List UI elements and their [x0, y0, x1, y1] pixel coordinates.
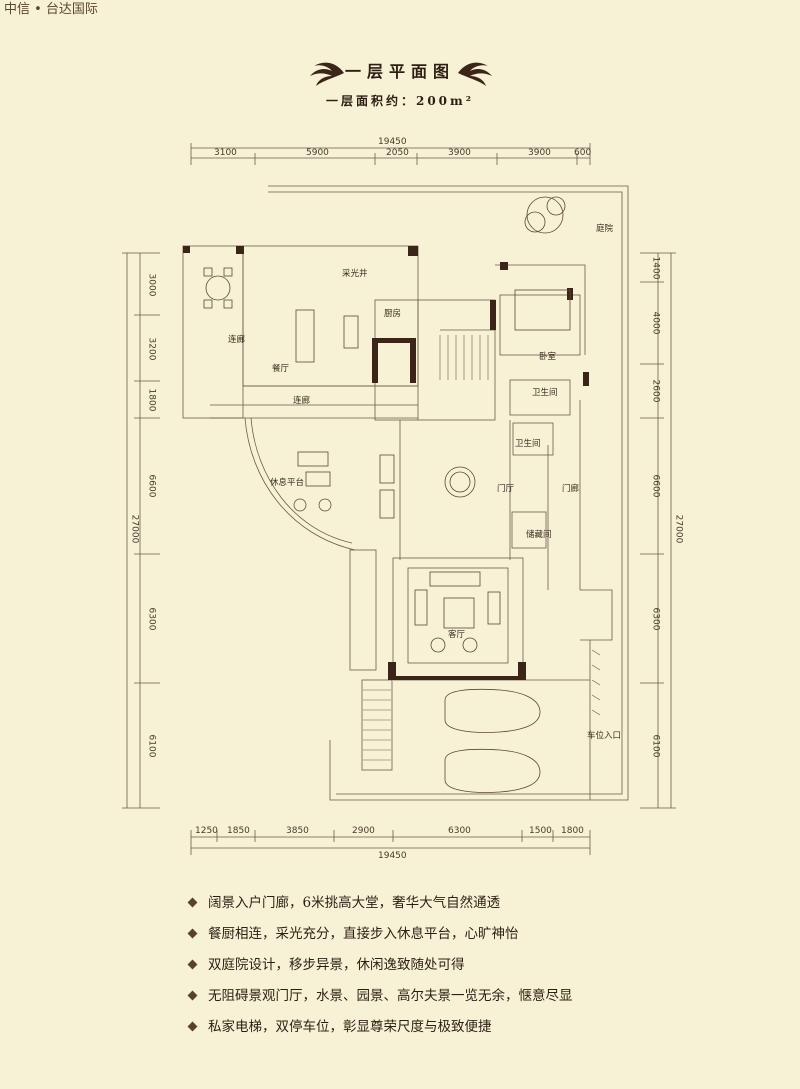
top-dim: 600 [574, 148, 592, 158]
bottom-dim: 1800 [561, 826, 584, 836]
top-dim: 3900 [528, 148, 551, 158]
left-dim: 6100 [146, 734, 157, 758]
room-living: 客厅 [448, 630, 466, 640]
right-dim: 1400 [650, 256, 661, 280]
feature-text: 无阻碍景观门厅，水景、园景、高尔夫景一览无余，惬意尽显 [208, 988, 573, 1004]
ornament-right-icon [458, 62, 492, 86]
feature-item: 阔景入户门廊，6米挑高大堂，奢华大气自然通透 [186, 893, 573, 924]
top-dim: 5900 [306, 148, 329, 158]
right-total-dim: 27000 [673, 514, 684, 544]
bottom-dim: 1500 [529, 826, 552, 836]
feature-text: 双庭院设计，移步异景，休闲逸致随处可得 [208, 957, 465, 973]
bottom-dim: 6300 [448, 826, 471, 836]
right-dim: 2600 [650, 379, 661, 403]
room-bedroom: 卧室 [539, 352, 557, 362]
feature-item: 私家电梯，双停车位，彰显尊荣尺度与极致便捷 [186, 1017, 573, 1048]
room-storage: 储藏间 [526, 530, 552, 540]
top-total-dim: 19450 [378, 137, 407, 147]
room-parking-entrance: 车位入口 [587, 731, 622, 741]
page-title: 一层平面图 [344, 62, 455, 81]
room-bathroom: 卫生间 [532, 388, 558, 398]
feature-item: 无阻碍景观门厅，水景、园景、高尔夫景一览无余，惬意尽显 [186, 986, 573, 1017]
room-skylight: 采光井 [342, 269, 368, 279]
feature-text: 阔景入户门廊，6米挑高大堂，奢华大气自然通透 [208, 895, 501, 911]
right-dim: 4000 [650, 311, 661, 335]
floor-plan [122, 143, 676, 855]
left-dim: 6300 [146, 607, 157, 631]
diamond-bullet-icon [187, 1021, 198, 1032]
room-dining: 餐厅 [272, 364, 290, 374]
top-dim: 3100 [214, 148, 237, 158]
left-dim: 1800 [146, 388, 157, 412]
bottom-dim: 1250 [195, 826, 218, 836]
room-foyer: 门厅 [497, 484, 515, 494]
bottom-total-dim: 19450 [378, 851, 407, 861]
left-dim: 3000 [146, 273, 157, 297]
left-dim: 3200 [146, 337, 157, 361]
right-dim: 6600 [650, 474, 661, 498]
ornament-left-icon [310, 62, 344, 86]
room-corridor-vertical: 连廊 [228, 335, 246, 345]
room-corridor-horizontal: 连廊 [293, 396, 311, 406]
room-rest-platform: 休息平台 [270, 478, 305, 488]
right-dim: 6300 [650, 607, 661, 631]
feature-text: 餐厨相连，采光充分，直接步入休息平台，心旷神怡 [208, 926, 519, 942]
left-total-dim: 27000 [129, 514, 140, 544]
feature-item: 双庭院设计，移步异景，休闲逸致随处可得 [186, 955, 573, 986]
room-porch: 门廊 [562, 484, 580, 494]
feature-list: 阔景入户门廊，6米挑高大堂，奢华大气自然通透 餐厨相连，采光充分，直接步入休息平… [186, 893, 573, 1048]
diamond-bullet-icon [187, 928, 198, 939]
diamond-bullet-icon [187, 990, 198, 1001]
bottom-dim: 1850 [227, 826, 250, 836]
top-dim: 2050 [386, 148, 409, 158]
room-courtyard: 庭院 [596, 224, 614, 234]
diamond-bullet-icon [187, 897, 198, 908]
feature-item: 餐厨相连，采光充分，直接步入休息平台，心旷神怡 [186, 924, 573, 955]
area-subtitle: 一层面积约：200m² [325, 94, 474, 108]
feature-text: 私家电梯，双停车位，彰显尊荣尺度与极致便捷 [208, 1019, 492, 1035]
title-block: 一层平面图 一层面积约：200m² [0, 58, 800, 109]
bottom-dim: 3850 [286, 826, 309, 836]
room-bathroom: 卫生间 [515, 439, 541, 449]
brand-label: 中信 • 台达国际 [4, 2, 98, 17]
left-dim: 6600 [146, 474, 157, 498]
right-dim: 6100 [650, 734, 661, 758]
top-dim: 3900 [448, 148, 471, 158]
diamond-bullet-icon [187, 959, 198, 970]
bottom-dim: 2900 [352, 826, 375, 836]
room-kitchen: 厨房 [384, 309, 402, 319]
